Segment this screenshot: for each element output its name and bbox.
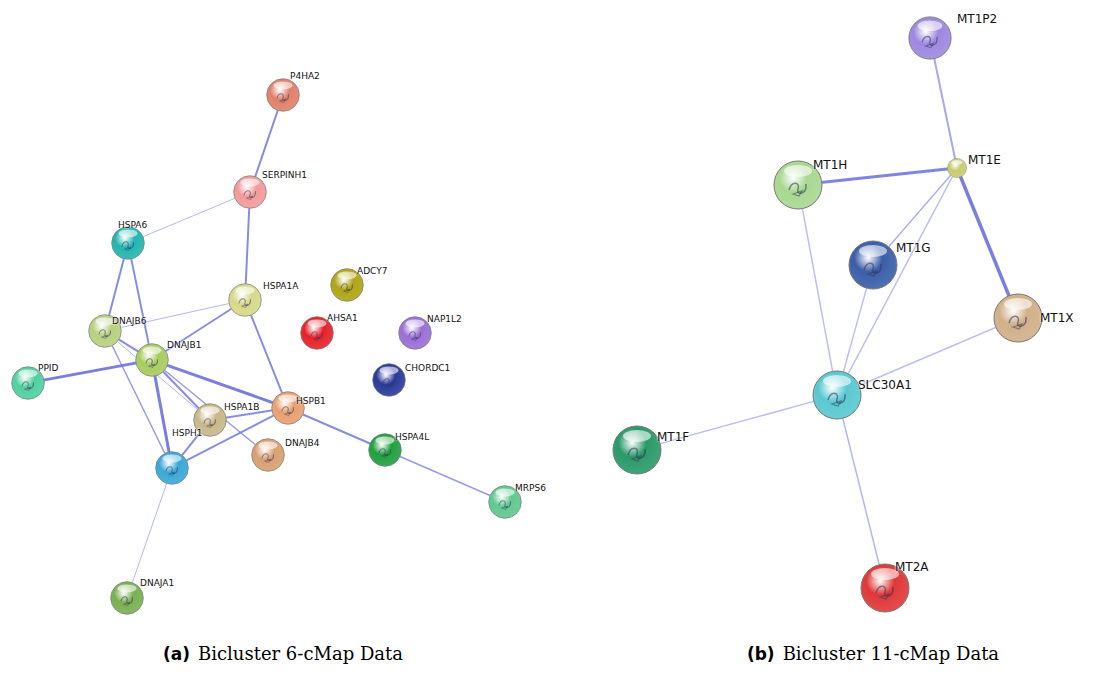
protein-node: DNAJB6	[88, 314, 122, 348]
interaction-edge	[109, 259, 123, 314]
node-label: DNAJB4	[285, 438, 319, 448]
node-label: DNAJB6	[112, 316, 146, 326]
protein-node: MT1P2	[908, 16, 952, 60]
protein-node: CHORDC1	[372, 363, 406, 397]
node-sphere	[251, 438, 285, 472]
node-sphere	[110, 581, 144, 615]
protein-node: SLC30A1	[812, 370, 862, 420]
interaction-edge	[166, 309, 230, 351]
protein-node: SERPINH1	[233, 175, 267, 209]
interaction-edge	[246, 209, 249, 283]
node-label: MT1G	[896, 241, 931, 255]
protein-node: PPID	[11, 366, 45, 400]
protein-node: ADCY7	[330, 268, 364, 302]
interaction-edge	[164, 372, 198, 408]
node-sphere	[848, 240, 898, 290]
node-sphere	[908, 16, 952, 60]
interaction-edge	[133, 484, 167, 582]
protein-node: MT1H	[773, 160, 823, 210]
node-sphere	[233, 175, 267, 209]
interaction-edge	[251, 316, 281, 392]
node-label: HSPH1	[172, 428, 202, 438]
interaction-edge	[118, 342, 197, 409]
panel-caption: (b) Bicluster 11-cMap Data	[747, 643, 999, 664]
node-sphere	[111, 226, 145, 260]
protein-node: MT2A	[860, 563, 910, 613]
node-label: P4HA2	[290, 71, 320, 81]
interaction-edge	[155, 377, 169, 452]
node-sphere	[266, 78, 300, 112]
caption-text: Bicluster 11-cMap Data	[783, 643, 999, 664]
protein-node: MT1F	[612, 425, 662, 475]
node-label: MT1H	[813, 158, 847, 172]
protein-node: HSPB1	[271, 391, 305, 425]
interaction-edge	[131, 260, 148, 344]
protein-node: HSPA4L	[368, 433, 402, 467]
panel-letter: (b)	[747, 644, 775, 664]
node-label: HSPA4L	[395, 432, 429, 442]
interaction-edge	[803, 210, 833, 371]
node-sphere	[135, 343, 169, 377]
protein-node: NAP1L2	[398, 316, 432, 350]
node-label: MRPS6	[515, 483, 546, 493]
node-label: PPID	[38, 363, 58, 373]
node-sphere	[155, 451, 189, 485]
node-label: DNAJB1	[167, 340, 201, 350]
node-label: HSPA6	[118, 220, 147, 230]
interaction-edge	[168, 366, 272, 403]
node-label: SERPINH1	[262, 170, 307, 180]
interaction-edge	[849, 177, 953, 373]
node-label: HSPB1	[296, 396, 326, 406]
protein-node: MT1G	[848, 240, 898, 290]
protein-node: HSPA6	[111, 226, 145, 260]
node-label: NAP1L2	[427, 314, 462, 324]
node-label: MT1X	[1040, 311, 1074, 325]
caption-text: Bicluster 6-cMap Data	[198, 643, 403, 664]
interaction-edge	[843, 419, 879, 563]
panel-caption: (a) Bicluster 6-cMap Data	[163, 643, 403, 664]
interaction-edge	[961, 177, 1009, 295]
panel-letter: (a)	[163, 644, 190, 664]
node-label: DNAJA1	[140, 578, 174, 588]
interaction-edge	[401, 457, 490, 495]
node-sphere	[398, 316, 432, 350]
protein-node: DNAJB1	[135, 343, 169, 377]
node-label: ADCY7	[357, 266, 387, 276]
interaction-edge	[255, 111, 277, 176]
node-label: SLC30A1	[858, 378, 912, 392]
protein-node: MT1E	[947, 158, 967, 178]
protein-node: DNAJA1	[110, 581, 144, 615]
node-label: CHORDC1	[405, 363, 450, 373]
node-sphere	[372, 363, 406, 397]
protein-node: HSPA1A	[228, 283, 262, 317]
protein-node: HSPH1	[155, 451, 189, 485]
node-label: HSPA1B	[224, 402, 259, 412]
node-sphere	[812, 370, 862, 420]
node-sphere	[612, 425, 662, 475]
protein-node: DNAJB4	[251, 438, 285, 472]
node-label: HSPA1A	[263, 281, 298, 291]
node-sphere	[993, 293, 1043, 343]
node-sphere	[228, 283, 262, 317]
node-label: MT1E	[968, 153, 1001, 167]
interaction-edge	[889, 176, 950, 247]
interaction-edge	[860, 328, 995, 385]
protein-node: MRPS6	[488, 485, 522, 519]
interaction-edge	[844, 289, 867, 371]
interaction-edge	[934, 60, 954, 159]
node-sphere	[947, 158, 967, 178]
node-label: AHSA1	[327, 313, 358, 323]
protein-node: AHSA1	[300, 316, 334, 350]
interaction-edge	[144, 199, 235, 237]
node-label: MT2A	[895, 560, 929, 574]
protein-node: P4HA2	[266, 78, 300, 112]
node-label: MT1P2	[957, 12, 997, 26]
node-label: MT1F	[657, 430, 689, 444]
protein-node: MT1X	[993, 293, 1043, 343]
